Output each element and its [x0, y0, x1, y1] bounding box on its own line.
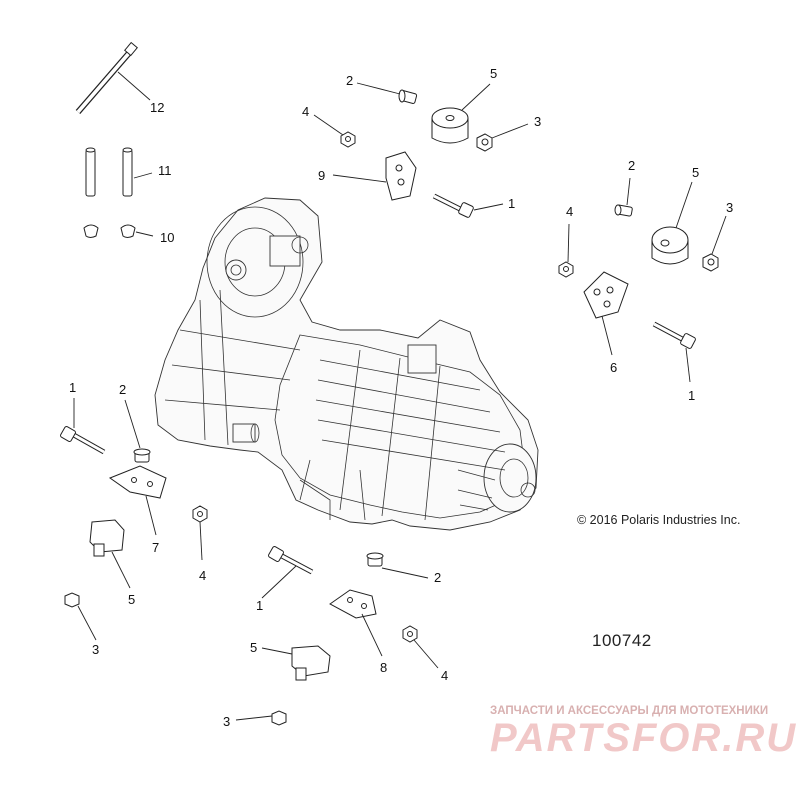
nut-4a [340, 131, 356, 148]
leader-7 [145, 495, 157, 536]
leader-2a [356, 82, 401, 95]
callout-3a: 3 [534, 114, 541, 129]
leader-5d [261, 647, 293, 655]
nut-3b [702, 253, 719, 272]
copyright-notice: © 2016 Polaris Industries Inc. [577, 513, 741, 527]
bolt-1b [652, 321, 696, 349]
bolt-2b [614, 204, 633, 217]
leader-8 [361, 613, 383, 657]
leader-10 [135, 231, 154, 237]
bracket-8 [329, 589, 377, 619]
callout-6: 6 [610, 360, 617, 375]
nut-3c [64, 592, 80, 608]
long-stud [75, 41, 138, 114]
callout-5b: 5 [692, 165, 699, 180]
mount-cushion-5b [651, 226, 689, 265]
nut-3d [271, 710, 287, 726]
leader-12 [117, 71, 151, 101]
callout-5a: 5 [490, 66, 497, 81]
watermark-caption: ЗАПЧАСТИ И АКСЕССУАРЫ ДЛЯ МОТОТЕХНИКИ [490, 705, 769, 717]
callout-12: 12 [150, 100, 164, 115]
bracket-6 [583, 271, 629, 319]
watermark-logo: PARTSFOR.RU [490, 716, 798, 760]
nut-3a [476, 133, 493, 152]
engine-transmission-assembly [154, 197, 539, 531]
callout-5c: 5 [128, 592, 135, 607]
callout-4a: 4 [302, 104, 309, 119]
bracket-7 [108, 465, 167, 499]
bolt-2a [398, 89, 418, 104]
bolt-1a [432, 193, 474, 218]
callout-3c: 3 [92, 642, 99, 657]
leader-3b [711, 215, 727, 255]
leader-2b [626, 177, 631, 206]
callout-10: 10 [160, 230, 174, 245]
callout-4d: 4 [441, 668, 448, 683]
callout-9: 9 [318, 168, 325, 183]
leader-11 [133, 172, 153, 179]
leader-1d [261, 565, 297, 599]
diagram-id: 100742 [592, 631, 652, 650]
nut-4d [402, 625, 418, 643]
leader-3d [235, 715, 273, 721]
callout-2b: 2 [628, 158, 635, 173]
bolt-2c [133, 448, 151, 463]
nut-4c [192, 505, 208, 523]
bracket-9 [385, 151, 417, 201]
leader-4a [313, 114, 344, 136]
callout-4c: 4 [199, 568, 206, 583]
leader-1a [473, 203, 504, 211]
bolt-2d [366, 552, 384, 567]
leader-4d [413, 639, 439, 669]
pin-left [85, 147, 96, 197]
leader-9 [332, 174, 387, 183]
callout-4b: 4 [566, 204, 573, 219]
callout-1a: 1 [508, 196, 515, 211]
clip-left [83, 224, 99, 238]
pin-right [122, 147, 133, 197]
leader-6 [601, 315, 613, 356]
leader-2c [124, 399, 141, 449]
callout-3d: 3 [223, 714, 230, 729]
mount-cushion-5a [431, 107, 469, 144]
mount-cushion-5d [291, 645, 331, 681]
leader-3c [77, 605, 97, 641]
callout-1d: 1 [256, 598, 263, 613]
callout-3b: 3 [726, 200, 733, 215]
leader-5c [111, 551, 131, 589]
nut-4b [558, 261, 574, 278]
leader-4c [199, 521, 203, 561]
bolt-1d [268, 546, 314, 575]
leader-1b [685, 347, 691, 383]
leader-5b [675, 181, 693, 229]
bolt-1c [60, 426, 106, 455]
callout-11: 11 [158, 163, 172, 178]
leader-3a [491, 123, 529, 139]
callout-1c: 1 [69, 380, 76, 395]
leader-4b [567, 223, 570, 263]
callout-8: 8 [380, 660, 387, 675]
clip-right [120, 224, 136, 238]
callout-7: 7 [152, 540, 159, 555]
callout-5d: 5 [250, 640, 257, 655]
leader-5a [461, 83, 491, 111]
callout-2d: 2 [434, 570, 441, 585]
leader-2d [381, 567, 429, 579]
callout-2a: 2 [346, 73, 353, 88]
callout-1b: 1 [688, 388, 695, 403]
mount-cushion-5c [89, 519, 125, 557]
callout-2c: 2 [119, 382, 126, 397]
